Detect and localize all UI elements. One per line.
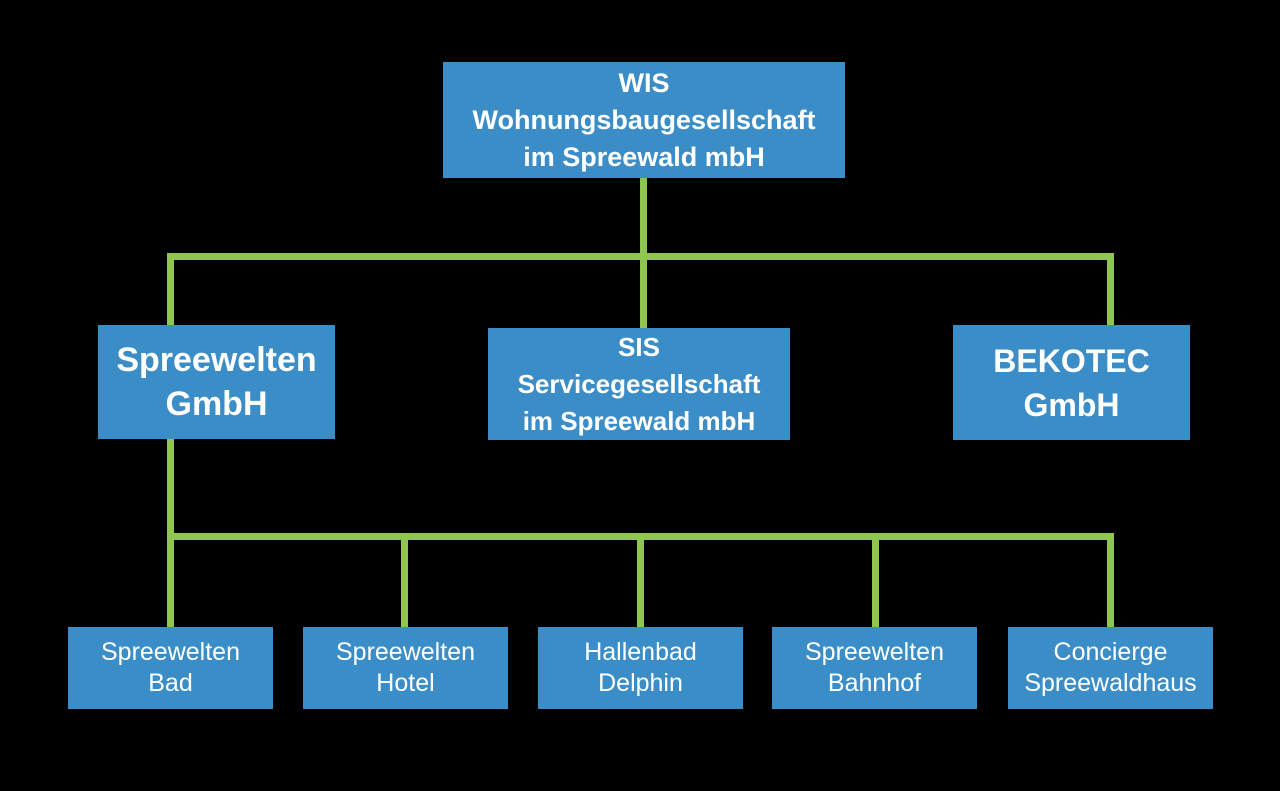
- org-node-hallenbad-delphin: Hallenbad Delphin: [538, 627, 743, 709]
- connector-drop-bekotec: [1107, 253, 1114, 325]
- connector-drop-sis: [640, 260, 647, 328]
- org-node-spreewelten-gmbh: Spreewelten GmbH: [98, 325, 335, 439]
- org-node-bekotec-gmbh: BEKOTEC GmbH: [953, 325, 1190, 440]
- org-node-wis: WIS Wohnungsbaugesellschaft im Spreewald…: [443, 62, 845, 178]
- connector-root-stem: [640, 178, 647, 260]
- org-node-sis: SIS Servicegesellschaft im Spreewald mbH: [488, 328, 790, 440]
- connector-drop-spreewelten: [167, 253, 174, 325]
- org-node-spreewelten-bad: Spreewelten Bad: [68, 627, 273, 709]
- connector-drop-bahnhof: [872, 533, 879, 627]
- connector-drop-delphin: [637, 533, 644, 627]
- connector-drop-concierge: [1107, 533, 1114, 627]
- org-node-spreewelten-hotel: Spreewelten Hotel: [303, 627, 508, 709]
- org-node-concierge-spreewaldhaus: Concierge Spreewaldhaus: [1008, 627, 1213, 709]
- connector-drop-hotel: [401, 533, 408, 627]
- org-node-spreewelten-bahnhof: Spreewelten Bahnhof: [772, 627, 977, 709]
- connector-level2-horizontal: [167, 253, 1114, 260]
